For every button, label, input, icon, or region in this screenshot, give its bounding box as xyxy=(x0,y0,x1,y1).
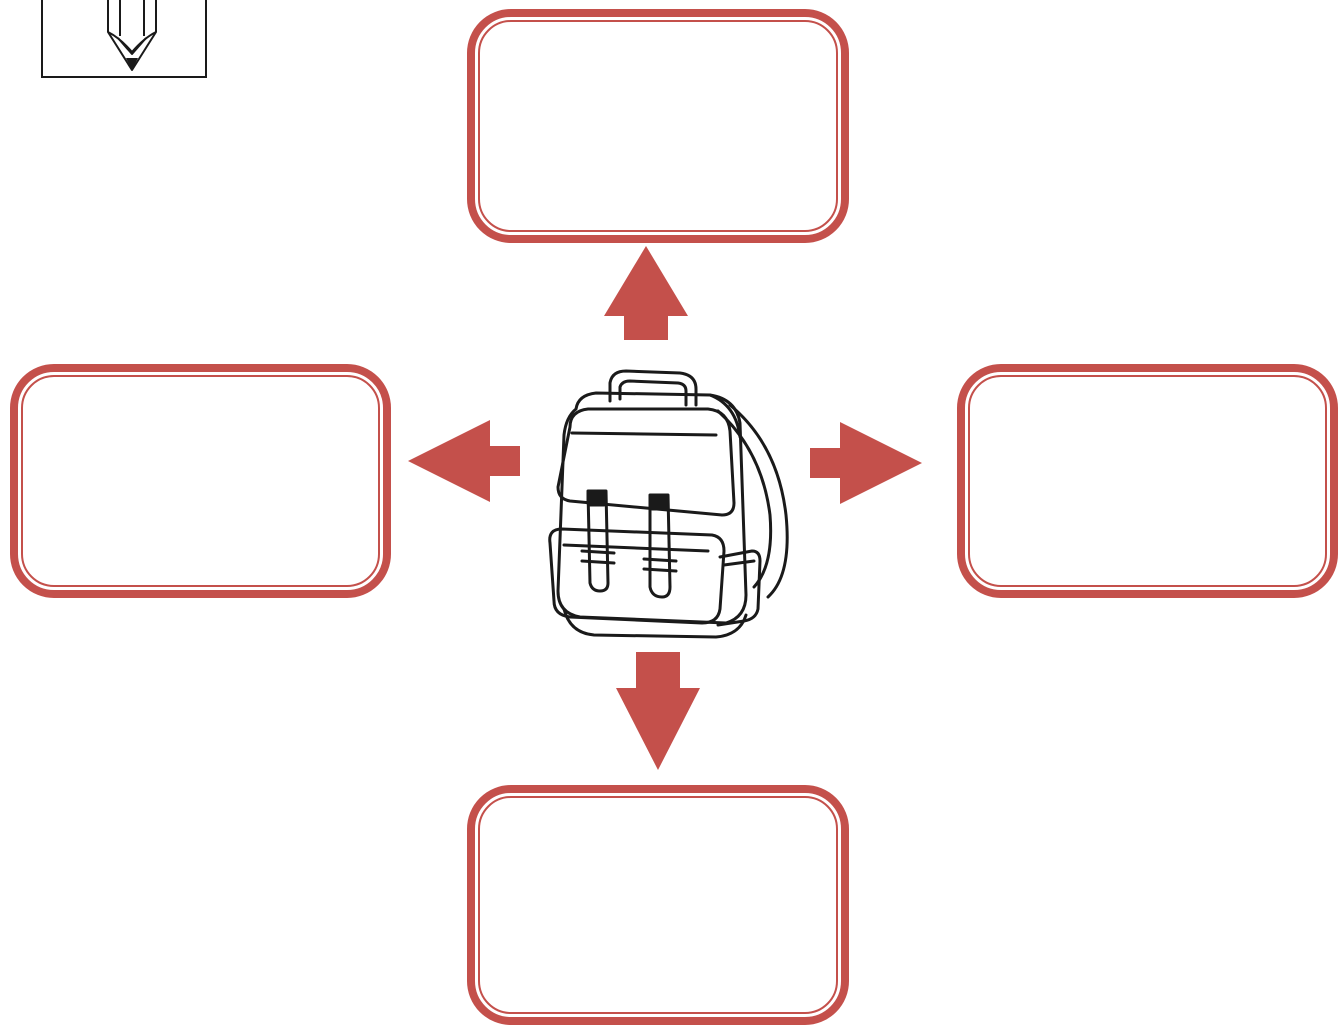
pencil-icon xyxy=(100,0,164,74)
arrow-up xyxy=(604,246,688,340)
right-box xyxy=(957,364,1338,598)
arrow-right xyxy=(810,422,922,504)
left-box-text xyxy=(18,372,383,590)
top-box-text xyxy=(475,17,841,235)
right-box-text xyxy=(965,372,1330,590)
bottom-box xyxy=(467,785,849,1025)
top-box xyxy=(467,9,849,243)
bottom-box-text xyxy=(475,793,841,1017)
arrow-down xyxy=(616,652,700,770)
arrow-left xyxy=(408,420,520,502)
backpack-icon xyxy=(540,365,800,645)
left-box xyxy=(10,364,391,598)
